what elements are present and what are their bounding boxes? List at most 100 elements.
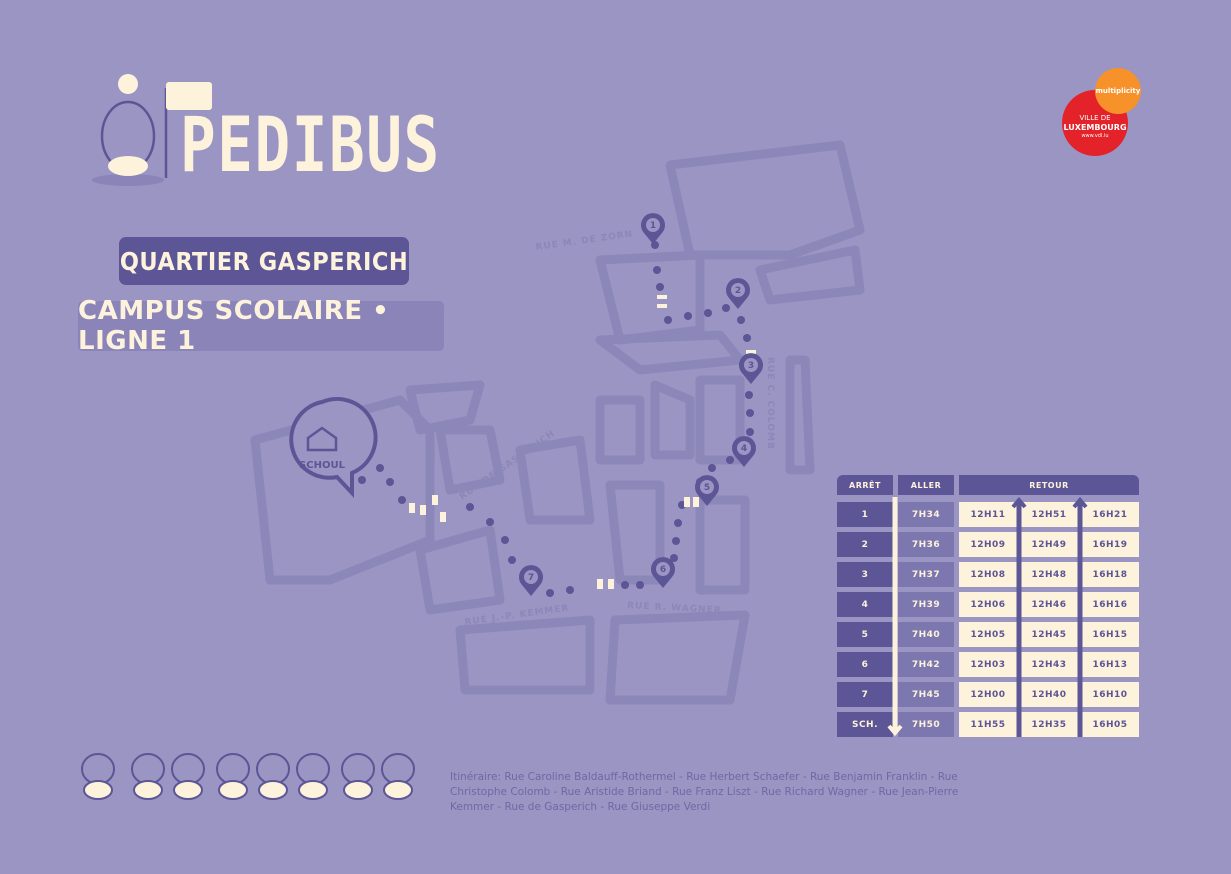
- stop-cell: 4: [837, 592, 893, 617]
- mascot-characters: [78, 735, 423, 805]
- neighborhood-badge: QUARTIER GASPERICH: [119, 237, 409, 285]
- city-name: LUXEMBOURG: [1063, 123, 1127, 132]
- route-dot: [398, 496, 406, 504]
- street-label: RUE DE GASPERICH: [458, 429, 557, 503]
- return-time: 16H16: [1081, 592, 1139, 617]
- return-time: 12H08: [959, 562, 1017, 587]
- outbound-time: 7H34: [898, 502, 954, 527]
- route-dot: [672, 537, 680, 545]
- character-icon: [381, 753, 415, 800]
- stop-cell: 3: [837, 562, 893, 587]
- route-dot: [358, 476, 366, 484]
- return-time: 12H43: [1020, 652, 1078, 677]
- route-dot: [746, 409, 754, 417]
- street-label: RUE M. DE ZORN: [535, 229, 634, 253]
- return-time: 12H00: [959, 682, 1017, 707]
- school-marker: SCHOUL: [289, 396, 378, 499]
- route-dot: [746, 428, 754, 436]
- route-dot: [704, 309, 712, 317]
- school-label: SCHOUL: [299, 460, 346, 471]
- header-outbound: ALLER: [898, 475, 954, 495]
- outbound-time: 7H39: [898, 592, 954, 617]
- return-time: 12H05: [959, 622, 1017, 647]
- return-time: 12H46: [1020, 592, 1078, 617]
- route-dot: [501, 536, 509, 544]
- stop-cell: 1: [837, 502, 893, 527]
- line-badge: CAMPUS SCOLAIRE • LIGNE 1: [78, 296, 444, 356]
- route-dot: [466, 503, 474, 511]
- stop-cell: SCH.: [837, 712, 893, 737]
- outbound-time: 7H36: [898, 532, 954, 557]
- route-dot: [376, 464, 384, 472]
- character-icon: [341, 753, 375, 800]
- stop-number: 1: [650, 221, 656, 231]
- stop-pin: 7: [518, 565, 543, 596]
- stop-pin: 4: [731, 436, 756, 467]
- route-dot: [674, 519, 682, 527]
- route-dot: [664, 316, 672, 324]
- route-dot: [745, 391, 753, 399]
- stop-pin: 5: [695, 475, 719, 506]
- route-dot: [566, 586, 574, 594]
- return-time: 12H11: [959, 502, 1017, 527]
- header-stop: ARRÊT: [837, 475, 893, 495]
- stop-number: 6: [660, 565, 666, 575]
- stop-number: 7: [528, 573, 534, 583]
- stop-cell: 7: [837, 682, 893, 707]
- outbound-time: 7H37: [898, 562, 954, 587]
- outbound-time: 7H50: [898, 712, 954, 737]
- return-time: 16H19: [1081, 532, 1139, 557]
- route-dot: [653, 266, 661, 274]
- return-time: 16H15: [1081, 622, 1139, 647]
- stop-pin: 3: [738, 353, 764, 384]
- header-return: RETOUR: [959, 475, 1139, 495]
- stop-number: 2: [735, 286, 741, 296]
- route-dot: [546, 589, 554, 597]
- return-time: 16H05: [1081, 712, 1139, 737]
- route-dot: [656, 283, 664, 291]
- stop-cell: 5: [837, 622, 893, 647]
- character-icon: [296, 753, 330, 800]
- route-dot: [670, 554, 678, 562]
- return-time: 16H21: [1081, 502, 1139, 527]
- mascot-bird: [88, 68, 178, 188]
- route-dot: [684, 312, 692, 320]
- return-time: 16H10: [1081, 682, 1139, 707]
- return-time: 12H06: [959, 592, 1017, 617]
- return-arrow-icon: [1072, 497, 1088, 737]
- outbound-time: 7H45: [898, 682, 954, 707]
- city-label: VILLE DE: [1079, 114, 1111, 122]
- city-blocks: [250, 140, 865, 705]
- outbound-arrow-icon: [887, 497, 903, 737]
- return-time: 12H45: [1020, 622, 1078, 647]
- character-icon: [216, 753, 250, 800]
- route-dot: [386, 478, 394, 486]
- city-url: www.vdl.lu: [1081, 133, 1109, 139]
- street-label: RUE R. WAGNER: [627, 601, 722, 616]
- return-time: 12H48: [1020, 562, 1078, 587]
- route-dot: [636, 581, 644, 589]
- return-time: 12H35: [1020, 712, 1078, 737]
- itinerary-text: Itinéraire: Rue Caroline Baldauff-Rother…: [450, 771, 959, 813]
- stop-number: 5: [704, 483, 710, 493]
- route-dot: [737, 316, 745, 324]
- multiplicity-logo: multiplicity: [1095, 68, 1141, 114]
- stop-pin: 1: [641, 213, 665, 244]
- route-dot: [743, 334, 751, 342]
- route-dot: [726, 456, 734, 464]
- stop-number: 4: [741, 444, 747, 454]
- street-label: RUE C. COLOMB: [765, 357, 775, 450]
- route-dot: [722, 304, 730, 312]
- return-time: 16H18: [1081, 562, 1139, 587]
- return-time: 12H40: [1020, 682, 1078, 707]
- stop-pin: 2: [725, 278, 751, 309]
- outbound-time: 7H42: [898, 652, 954, 677]
- outbound-time: 7H40: [898, 622, 954, 647]
- pedibus-logo: PEDIBUS: [180, 100, 441, 189]
- stop-cell: 6: [837, 652, 893, 677]
- character-icon: [81, 753, 115, 800]
- route-dot: [486, 518, 494, 526]
- character-icon: [256, 753, 290, 800]
- stop-pin: 6: [651, 557, 675, 588]
